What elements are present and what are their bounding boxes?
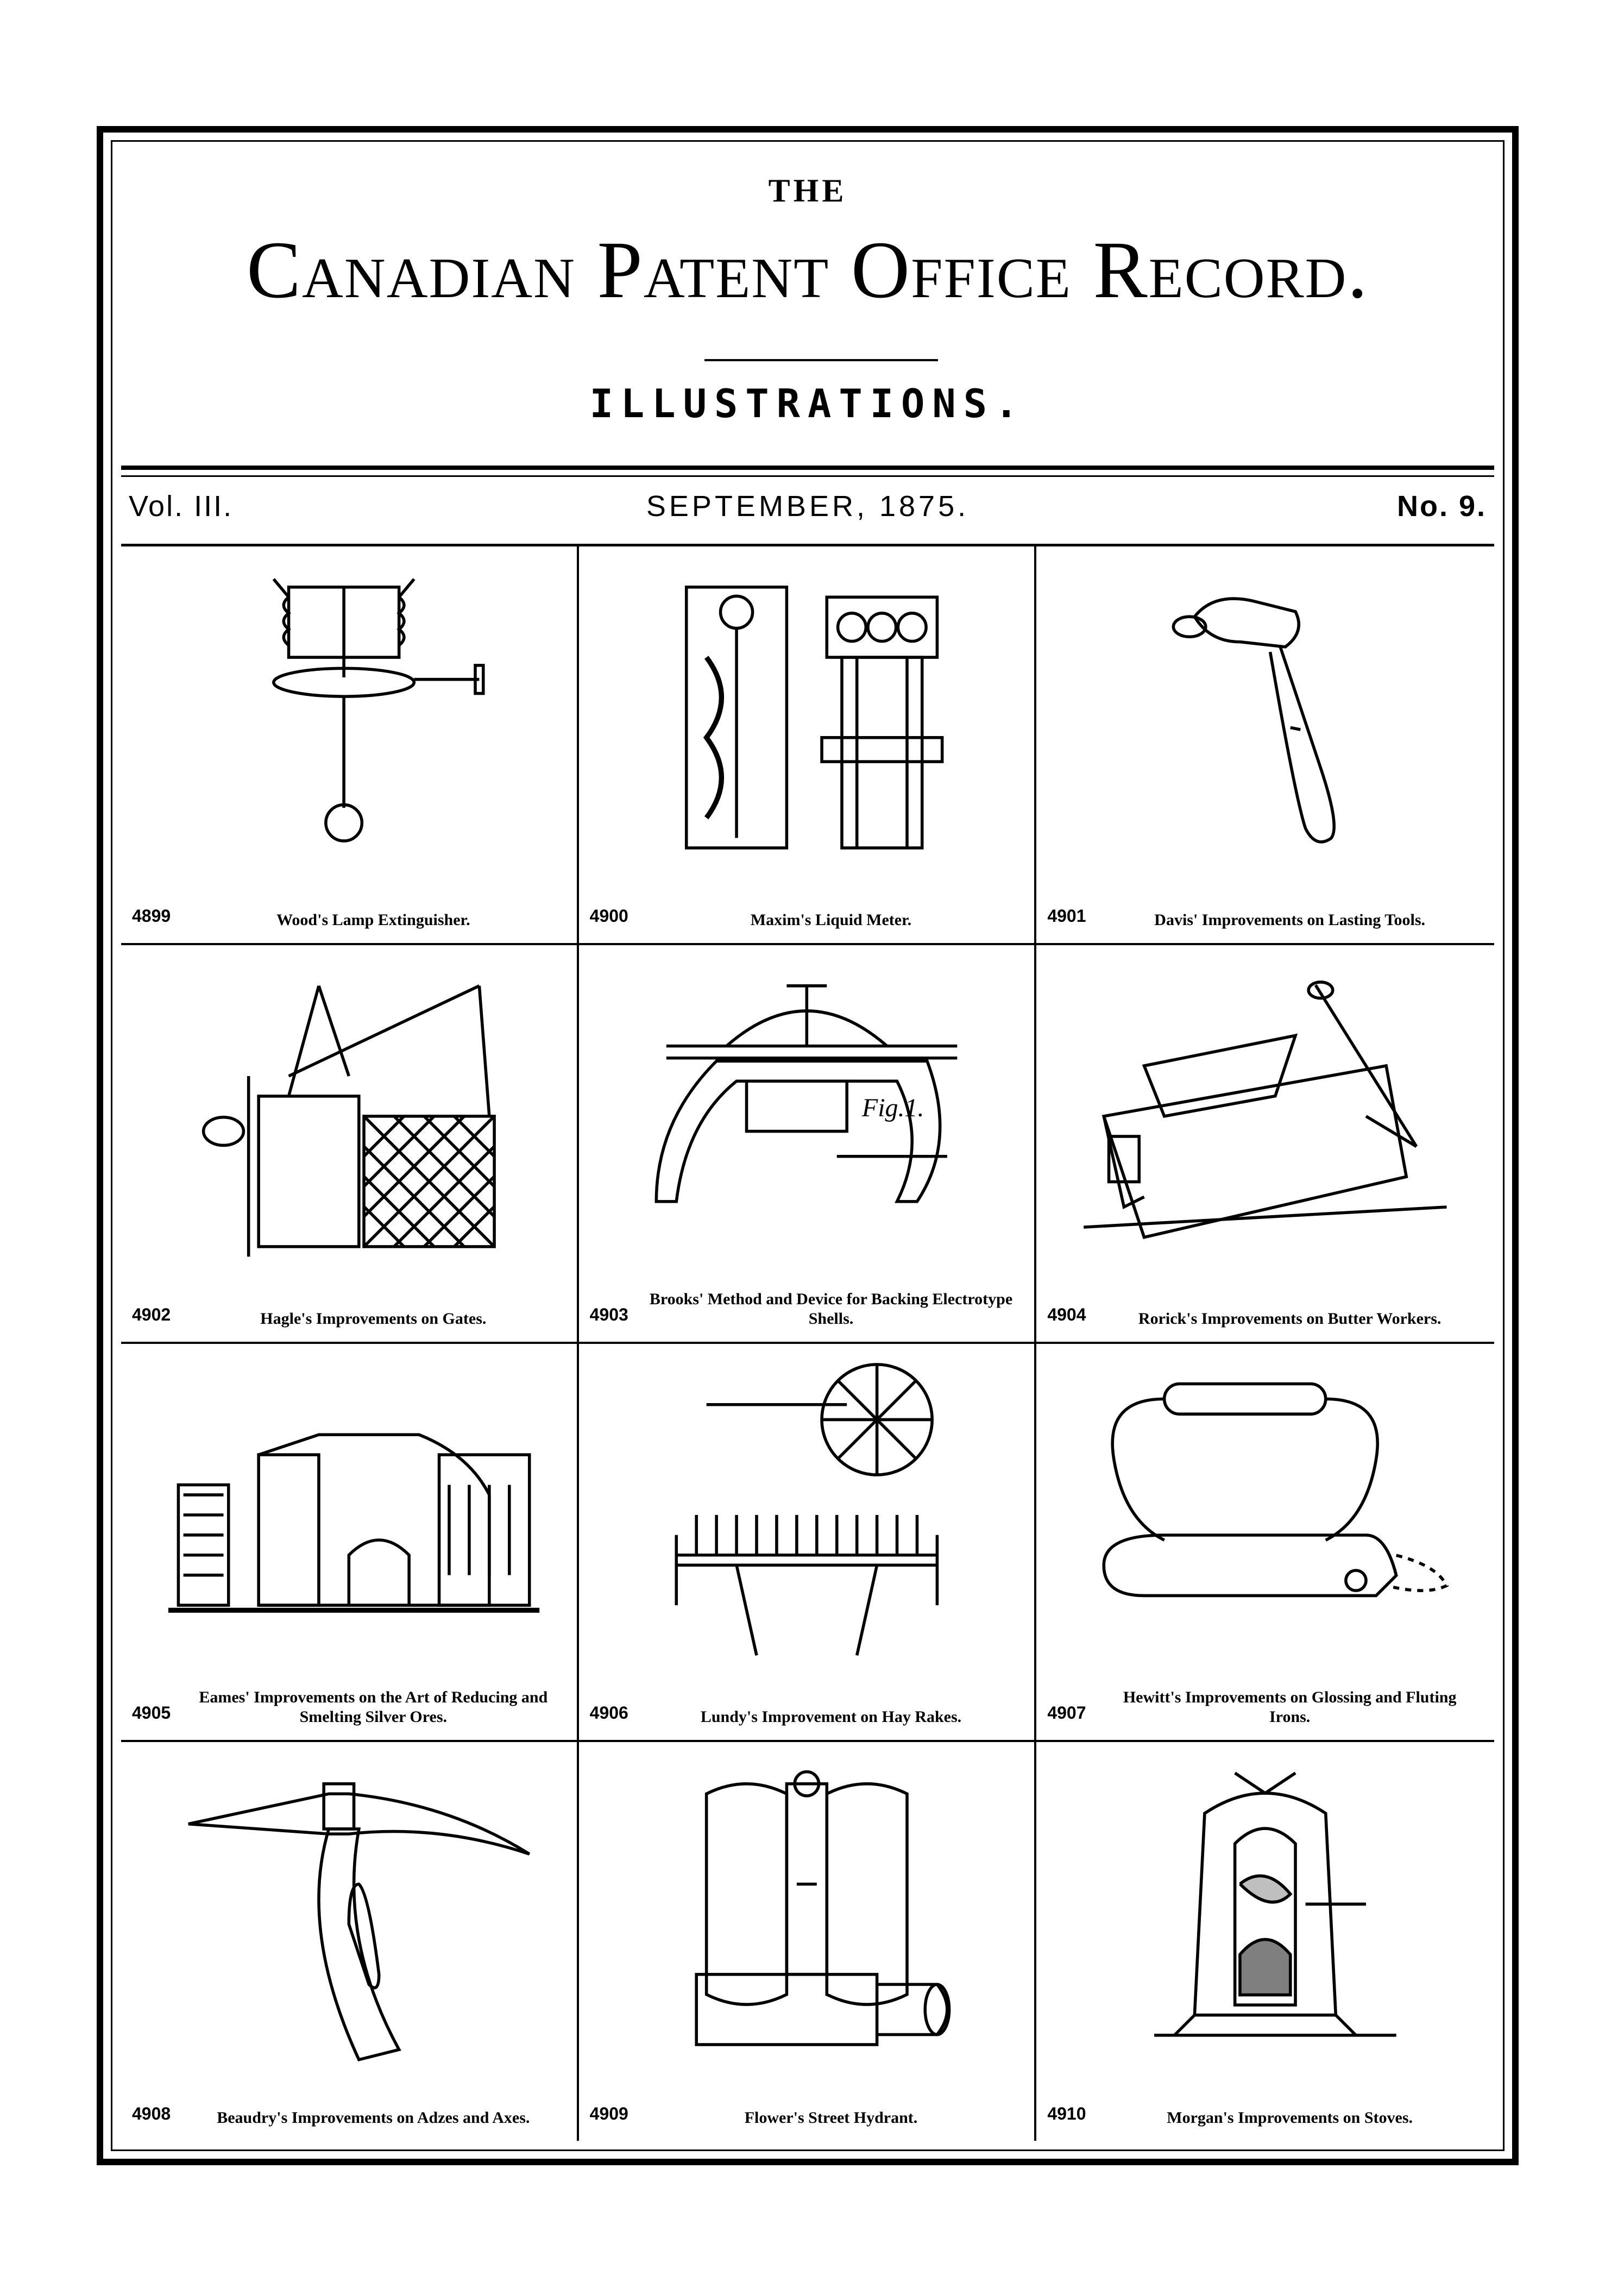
patent-number: 4906 [589,1703,628,1723]
patent-title: Brooks' Method and Device for Backing El… [649,1290,1013,1328]
patent-number: 4908 [132,2104,171,2123]
patent-number: 4909 [589,2104,628,2123]
illustration-cell: 4906 Lundy's Improvement on Hay Rakes. [578,1343,1037,1743]
illustration-caption: 4900 Maxim's Liquid Meter. [590,879,1024,933]
illustration-caption: 4904 Rorick's Improvements on Butter Wor… [1047,1278,1483,1332]
electrotype-press-icon: Fig.1. [606,961,1008,1271]
patent-title: Hagle's Improvements on Gates. [260,1309,487,1328]
illustration-caption: 4902 Hagle's Improvements on Gates. [132,1278,566,1332]
patent-number: 4900 [589,906,628,926]
patent-title: Rorick's Improvements on Butter Workers. [1138,1309,1442,1328]
hay-rake-icon [606,1360,1008,1670]
patent-title: Davis' Improvements on Lasting Tools. [1154,910,1426,929]
illustration-cell: 4904 Rorick's Improvements on Butter Wor… [1036,945,1494,1344]
masthead: THE Canadian Patent Office Record. ILLUS… [112,142,1503,477]
street-hydrant-icon [606,1758,1008,2070]
page-frame-inner: THE Canadian Patent Office Record. ILLUS… [111,140,1505,2151]
illustration-caption: 4906 Lundy's Improvement on Hay Rakes. [590,1676,1024,1730]
patent-title: Eames' Improvements on the Art of Reduci… [199,1688,548,1726]
illustration-grid: 4899 Wood's Lamp Extinguisher. [121,546,1494,2141]
patent-title: Maxim's Liquid Meter. [750,910,912,929]
illustration-caption: 4905 Eames' Improvements on the Art of R… [132,1676,566,1730]
page-title: Canadian Patent Office Record. [246,225,1369,315]
illustration-caption: 4901 Davis' Improvements on Lasting Tool… [1047,879,1483,933]
patent-title: Beaudry's Improvements on Adzes and Axes… [217,2109,530,2127]
patent-title: Wood's Lamp Extinguisher. [276,910,470,929]
patent-number: 4907 [1047,1703,1086,1723]
illustration-cell: 4900 Maxim's Liquid Meter. [578,546,1037,945]
volume-label: Vol. III. [129,490,234,523]
illustration-cell: 4902 Hagle's Improvements on Gates. [121,945,579,1344]
patent-number: 4899 [132,906,171,926]
issue-date: SEPTEMBER, 1875. [646,490,970,523]
illustration-caption: 4903 Brooks' Method and Device for Backi… [590,1278,1024,1332]
header-rule-thick [121,466,1494,470]
lasting-tool-icon [1063,563,1467,872]
illustration-caption: 4908 Beaudry's Improvements on Adzes and… [132,2077,566,2131]
patent-number: 4905 [132,1703,171,1723]
patent-title: Morgan's Improvements on Stoves. [1167,2109,1413,2127]
svg-text:Fig.1.: Fig.1. [861,1093,924,1122]
illustration-cell: 4910 Morgan's Improvements on Stoves. [1036,1742,1494,2141]
illustration-caption: 4907 Hewitt's Improvements on Glossing a… [1047,1676,1483,1730]
issue-line: Vol. III. SEPTEMBER, 1875. No. 9. [112,489,1503,533]
patent-number: 4903 [589,1304,628,1324]
liquid-meter-icon [606,563,1008,872]
patent-title: Hewitt's Improvements on Glossing and Fl… [1123,1688,1457,1726]
page-frame: THE Canadian Patent Office Record. ILLUS… [97,126,1519,2165]
illustration-cell: 4908 Beaudry's Improvements on Adzes and… [121,1742,579,2141]
patent-number: 4901 [1047,906,1086,926]
patent-number: 4904 [1047,1304,1086,1324]
illustration-cell: 4907 Hewitt's Improvements on Glossing a… [1036,1344,1494,1743]
patent-title: Flower's Street Hydrant. [744,2109,918,2127]
patent-number: 4902 [132,1304,171,1324]
page-subtitle: ILLUSTRATIONS. [589,381,1026,426]
stove-icon [1063,1758,1467,2070]
header-rule-thin [121,475,1494,477]
illustration-cell: Fig.1. 4903 Brooks' Method and Device fo… [578,945,1037,1344]
title-rule [704,359,938,361]
illustration-cell: 4909 Flower's Street Hydrant. [579,1742,1037,2141]
issue-rule [121,544,1494,546]
masthead-the: THE [768,173,847,209]
illustration-cell: 4899 Wood's Lamp Extinguisher. [121,546,579,945]
illustration-cell: 4905 Eames' Improvements on the Art of R… [121,1343,579,1743]
patent-title: Lundy's Improvement on Hay Rakes. [700,1708,962,1726]
smelting-furnace-icon [148,1360,550,1670]
gate-icon [148,961,550,1271]
fluting-iron-icon [1063,1360,1467,1670]
issue-number: No. 9. [1396,490,1487,523]
illustration-cell: 4901 Davis' Improvements on Lasting Tool… [1036,546,1494,945]
illustration-caption: 4909 Flower's Street Hydrant. [590,2077,1024,2131]
patent-number: 4910 [1047,2104,1086,2123]
illustration-caption: 4899 Wood's Lamp Extinguisher. [132,879,566,933]
illustration-caption: 4910 Morgan's Improvements on Stoves. [1047,2077,1483,2131]
adze-icon [148,1758,550,2070]
butter-worker-icon [1063,961,1467,1271]
lamp-extinguisher-icon [148,563,550,872]
